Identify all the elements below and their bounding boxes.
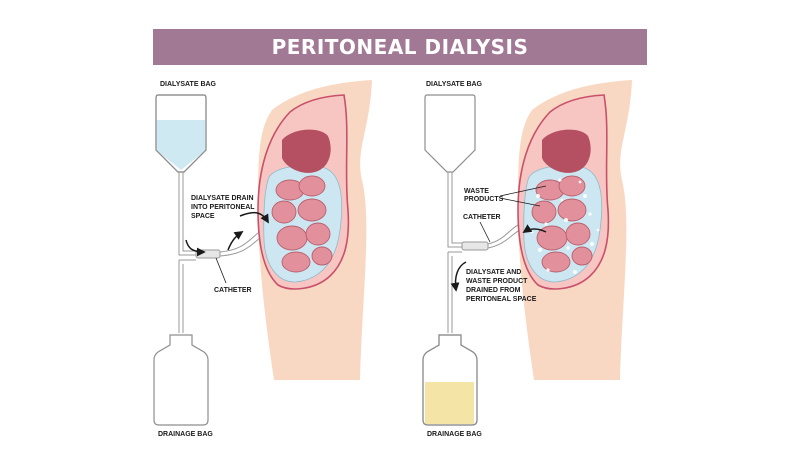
right-dialysate-bag xyxy=(424,94,476,173)
left-drain-note-line-2: INTO PERITONEAL xyxy=(191,204,255,211)
right-body xyxy=(517,80,632,380)
left-body xyxy=(257,80,372,380)
right-waste-label-line-1: WASTE xyxy=(464,188,489,195)
left-arrow-icon-to-cavity xyxy=(239,211,269,224)
page-title: PERITONEAL DIALYSIS xyxy=(271,35,529,59)
right-panel: DIALYSATE BAG xyxy=(422,80,632,438)
right-arrow-icon-out-of-cavity xyxy=(522,224,547,233)
right-waste-fluid xyxy=(425,382,474,424)
right-liver xyxy=(542,129,591,173)
left-dialysate-bag xyxy=(155,94,207,173)
left-drainage-bag-label: DRAINAGE BAG xyxy=(158,431,213,438)
left-arrow-icon-into-body xyxy=(227,231,244,251)
left-intestines xyxy=(271,175,333,273)
left-catheter-label: CATHETER xyxy=(214,287,252,294)
right-arrow-icon-to-drain xyxy=(450,261,467,292)
right-drain-note-line-1: DIALYSATE AND xyxy=(466,269,521,276)
left-drain-note-line-3: SPACE xyxy=(191,213,215,220)
right-drain-note-line-3: DRAINED FROM xyxy=(466,287,521,294)
left-drain-note-line-1: DIALYSATE DRAIN xyxy=(191,195,254,202)
left-panel: DIALYSATE BAG xyxy=(153,80,372,438)
right-catheter-label: CATHETER xyxy=(463,214,501,221)
left-drain-note: DIALYSATE DRAIN INTO PERITONEAL SPACE xyxy=(191,195,256,220)
left-drainage-bag xyxy=(153,334,209,426)
right-drainage-bag-label: DRAINAGE BAG xyxy=(427,431,482,438)
left-liver xyxy=(282,129,331,173)
right-catheter-pointer xyxy=(479,221,491,243)
left-arrow-icon-flow xyxy=(185,239,206,257)
right-drain-note: DIALYSATE AND WASTE PRODUCT DRAINED FROM… xyxy=(466,269,537,303)
right-drainage-bag xyxy=(422,334,478,426)
right-dialysate-bag-label: DIALYSATE BAG xyxy=(426,81,483,88)
right-drain-note-line-2: WASTE PRODUCT xyxy=(466,278,528,285)
right-drain-note-line-4: PERITONEAL SPACE xyxy=(466,296,537,303)
right-waste-pointer-1 xyxy=(499,185,547,197)
title-banner: PERITONEAL DIALYSIS xyxy=(153,29,647,65)
right-waste-label-line-2: PRODUCTS xyxy=(464,196,504,203)
right-waste-label: WASTE PRODUCTS xyxy=(464,188,504,203)
left-catheter-pointer xyxy=(215,257,227,284)
waste-particle-icon xyxy=(530,178,600,274)
right-intestines xyxy=(531,175,593,273)
left-dialysate-bag-label: DIALYSATE BAG xyxy=(160,81,217,88)
right-waste-pointer-2 xyxy=(499,197,541,207)
